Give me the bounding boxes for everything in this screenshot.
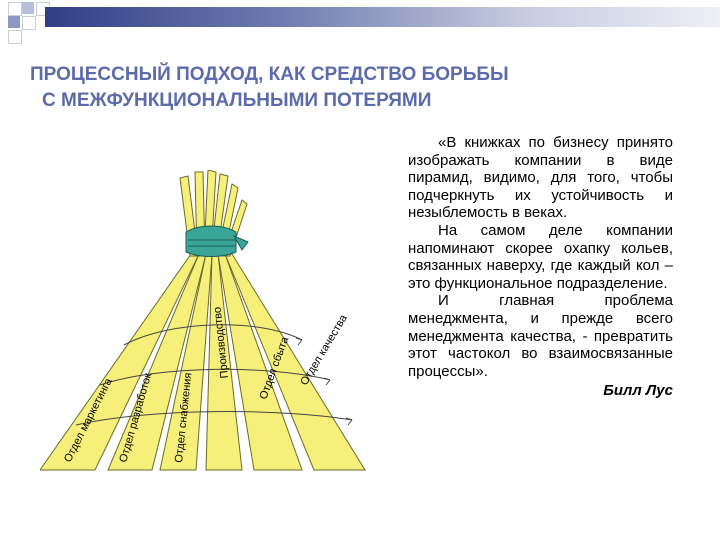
quote-paragraph-3: И главная проблема менеджмента, и прежде… (408, 292, 673, 380)
stakes-illustration: Отдел маркетинга Отдел разработок Отдел … (40, 170, 366, 471)
title-line-1: ПРОЦЕССНЫЙ ПОДХОД, КАК СРЕДСТВО БОРЬБЫ (30, 64, 509, 85)
quote-text: «В книжках по бизнесу принято изображать… (408, 134, 673, 400)
slide-title: ПРОЦЕССНЫЙ ПОДХОД, КАК СРЕДСТВО БОРЬБЫ С… (30, 62, 670, 114)
process-arcs (75, 324, 353, 426)
quote-author: Билл Лус (603, 382, 673, 400)
quote-paragraph-1: «В книжках по бизнесу принято изображать… (408, 134, 673, 222)
header-band (45, 7, 720, 27)
rope-knot (185, 225, 249, 257)
stake-label-quality: Отдел качества (298, 312, 350, 388)
quote-paragraph-2: На самом деле компании напоминают скорее… (408, 221, 673, 292)
title-line-2: С МЕЖФУНКЦИОНАЛЬНЫМИ ПОТЕРЯМИ (42, 90, 432, 111)
corner-decoration (0, 0, 60, 44)
